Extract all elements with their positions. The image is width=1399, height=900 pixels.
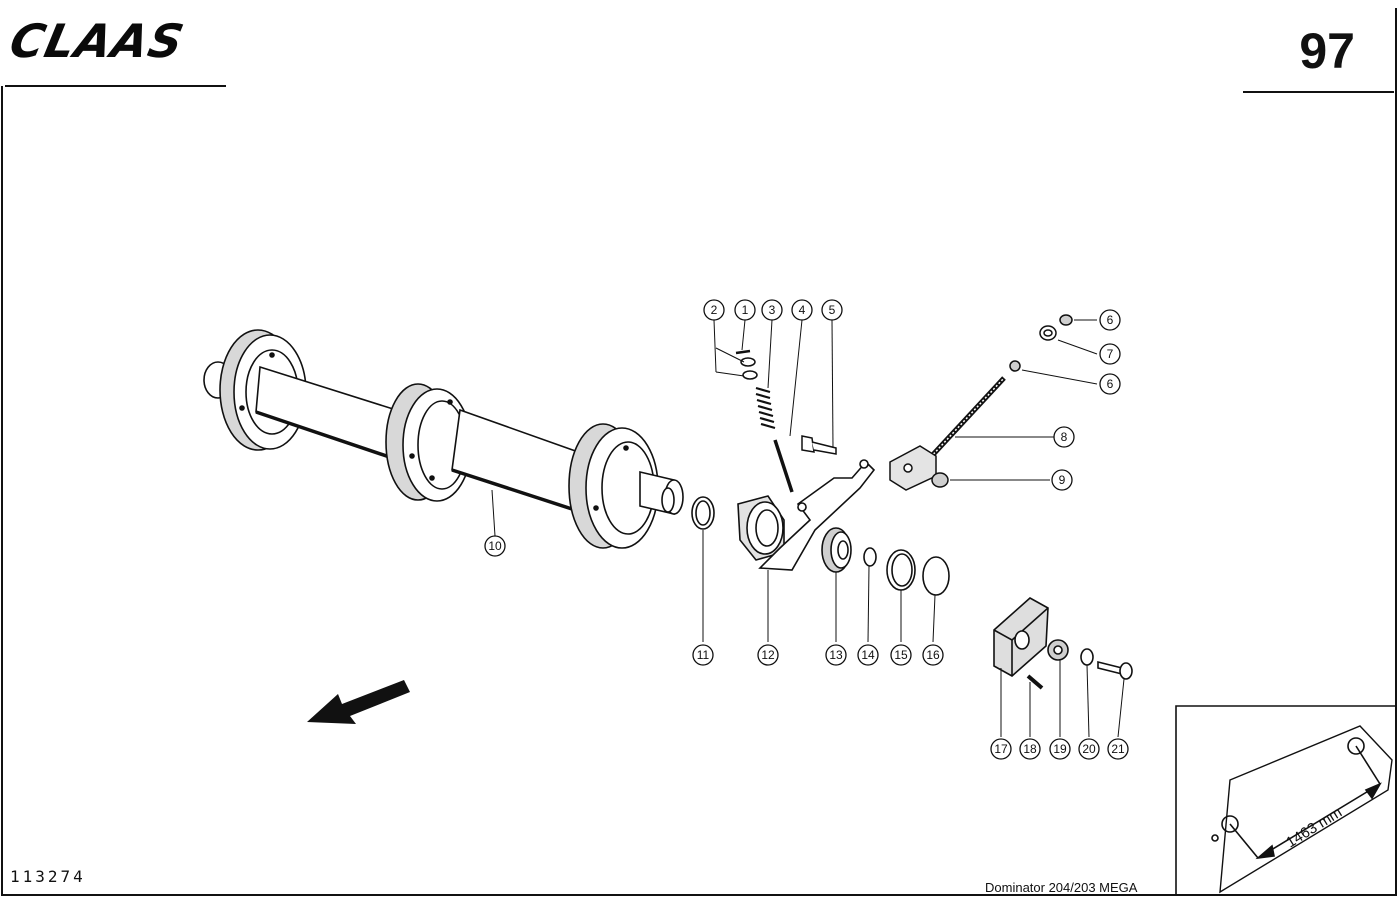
callout-number: 13 xyxy=(829,648,843,662)
model-label: Dominator 204/203 MEGA xyxy=(985,880,1138,895)
callout-10: 10 xyxy=(484,535,506,557)
callout-number: 19 xyxy=(1053,742,1067,756)
callout-number: 3 xyxy=(769,303,776,317)
callout-11: 11 xyxy=(692,644,714,666)
callout-circle xyxy=(990,738,1012,760)
direction-arrow xyxy=(307,680,410,724)
callout-number: 6 xyxy=(1107,377,1114,391)
callout-15: 15 xyxy=(890,644,912,666)
inset-detail xyxy=(1175,705,1396,895)
adjuster-parts xyxy=(889,314,1073,491)
tension-parts xyxy=(735,349,837,493)
callout-7: 7 xyxy=(1099,343,1121,365)
callout-number: 2 xyxy=(711,303,718,317)
callout-number: 1 xyxy=(742,303,749,317)
callout-circle xyxy=(1099,309,1121,331)
callout-circle xyxy=(703,299,725,321)
callout-4: 4 xyxy=(791,299,813,321)
callout-circle xyxy=(922,644,944,666)
callout-circle xyxy=(1107,738,1129,760)
callout-17: 17 xyxy=(990,738,1012,760)
callout-8: 8 xyxy=(1053,426,1075,448)
page-number: 97 xyxy=(1299,23,1355,79)
callout-circle xyxy=(1049,738,1071,760)
callout-circle xyxy=(757,644,779,666)
callout-number: 10 xyxy=(488,539,502,553)
inset-dimension-label: 1463 mm xyxy=(1283,804,1345,852)
callout-number: 11 xyxy=(697,648,710,662)
callout-21: 21 xyxy=(1107,738,1129,760)
callout-number: 21 xyxy=(1111,742,1125,756)
callout-9: 9 xyxy=(1051,469,1073,491)
callout-3: 3 xyxy=(761,299,783,321)
drawing-number: 113274 xyxy=(10,867,86,886)
callout-20: 20 xyxy=(1078,738,1100,760)
callout-number: 8 xyxy=(1061,430,1068,444)
callout-number: 9 xyxy=(1059,473,1066,487)
clamp-parts xyxy=(993,597,1133,690)
callout-number: 16 xyxy=(926,648,940,662)
callout-circle xyxy=(821,299,843,321)
callout-circle xyxy=(791,299,813,321)
callout-19: 19 xyxy=(1049,738,1071,760)
callout-circle xyxy=(484,535,506,557)
callout-2: 2 xyxy=(703,299,725,321)
callout-number: 12 xyxy=(761,648,775,662)
callout-circle xyxy=(825,644,847,666)
callout-6-second: 6 xyxy=(1099,373,1121,395)
bearing-parts xyxy=(691,459,950,596)
callout-circle xyxy=(1019,738,1041,760)
callout-number: 17 xyxy=(994,742,1008,756)
callout-number: 6 xyxy=(1107,313,1114,327)
callout-number: 14 xyxy=(861,648,875,662)
callout-number: 15 xyxy=(894,648,908,662)
leader-lines xyxy=(491,319,1125,738)
sheet-frame xyxy=(1,8,1397,896)
callout-circle xyxy=(1053,426,1075,448)
callout-circle xyxy=(857,644,879,666)
callout-circle xyxy=(890,644,912,666)
callout-12: 12 xyxy=(757,644,779,666)
callout-number: 4 xyxy=(799,303,806,317)
callout-number: 7 xyxy=(1107,347,1114,361)
callout-circle xyxy=(1099,373,1121,395)
callout-circle xyxy=(1099,343,1121,365)
shaft-assembly xyxy=(203,329,684,549)
callout-14: 14 xyxy=(857,644,879,666)
callout-circle xyxy=(734,299,756,321)
callout-number: 18 xyxy=(1023,742,1037,756)
callout-5: 5 xyxy=(821,299,843,321)
callout-circle xyxy=(692,644,714,666)
callout-number: 20 xyxy=(1082,742,1096,756)
callout-6: 6 xyxy=(1099,309,1121,331)
callout-1: 1 xyxy=(734,299,756,321)
callout-circle xyxy=(1051,469,1073,491)
callout-circle xyxy=(761,299,783,321)
callout-13: 13 xyxy=(825,644,847,666)
callout-18: 18 xyxy=(1019,738,1041,760)
callout-circle xyxy=(1078,738,1100,760)
callout-number: 5 xyxy=(829,303,836,317)
callout-16: 16 xyxy=(922,644,944,666)
